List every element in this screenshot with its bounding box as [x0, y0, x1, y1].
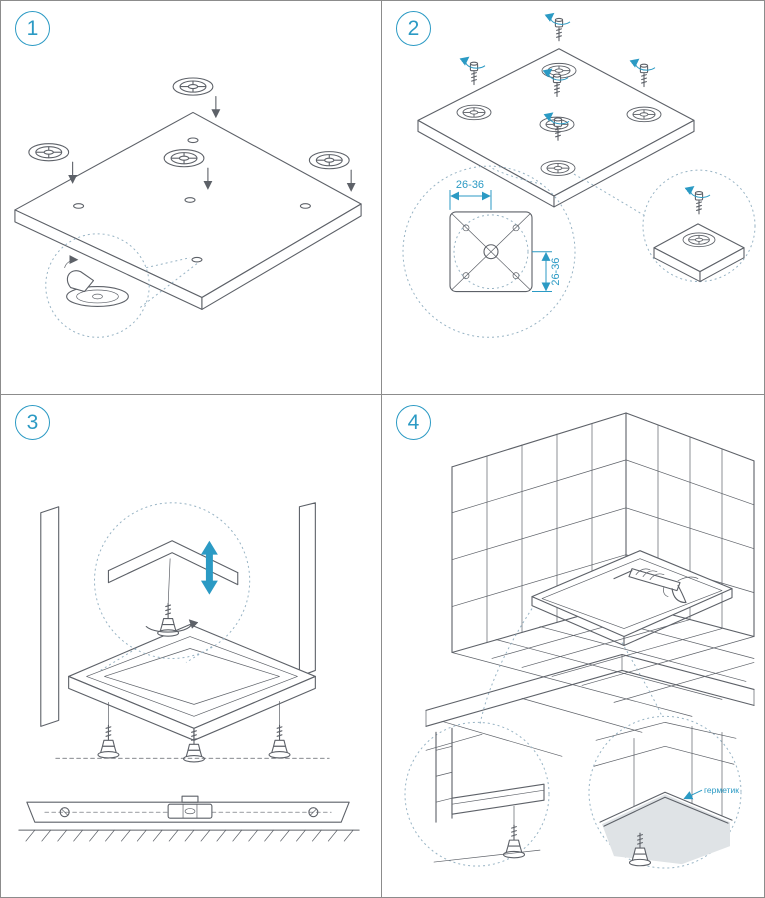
detail-circle-leveling: [94, 502, 251, 671]
step-number-badge: 1: [15, 11, 50, 46]
step2-illustration: 26-36 26-36: [402, 12, 756, 338]
sealant-arrow-icon: [683, 789, 703, 800]
tile-grout-vertical: [633, 725, 723, 817]
tiled-floor: [425, 611, 755, 757]
corner-walls: [40, 502, 316, 727]
spirit-level: [167, 795, 213, 819]
tray-corner-closeup: [107, 540, 239, 605]
flip-arrow-icon: [64, 255, 79, 268]
step-number: 1: [26, 16, 39, 40]
rotation-arrow-icon: [145, 619, 199, 633]
detail-circle-sealant: герметик: [588, 715, 742, 869]
mounting-holes: [73, 137, 311, 263]
dimension-width: 26-36: [449, 179, 492, 210]
step1-illustration: [14, 77, 362, 338]
height-adjust-arrow-icon: [200, 540, 218, 595]
leader-line: [479, 608, 533, 725]
detail-circle-disc: [45, 233, 198, 338]
shower-tray: [531, 550, 733, 647]
step1-panel: 1: [1, 1, 382, 395]
detail-circle-dimensions: 26-36 26-36: [402, 165, 576, 338]
down-arrow-icons: [68, 95, 356, 192]
detail-circle-screwing: [642, 169, 756, 283]
floor-step-edge: [425, 653, 755, 757]
dimension-height: 26-36: [532, 251, 562, 293]
leader-line: [621, 642, 663, 717]
step2-panel: 2: [382, 1, 764, 395]
level-side-view: [18, 795, 360, 842]
ground-hatching: [18, 829, 360, 842]
step-number-badge: 2: [396, 11, 431, 46]
sealant-bead: [603, 796, 729, 827]
step-number: 4: [407, 410, 420, 434]
tray-edge-closeup: [451, 783, 545, 815]
dimension-height-label: 26-36: [550, 258, 562, 286]
step-number-badge: 4: [396, 405, 431, 440]
rotation-arrow-icon: [684, 185, 711, 198]
tiled-walls: [451, 412, 755, 654]
step4-panel: 4: [382, 395, 764, 897]
sealant-seam: [599, 791, 733, 823]
step-number: 2: [407, 16, 420, 40]
tile-grout-horizontal: [593, 721, 737, 767]
shower-tray: [68, 623, 316, 741]
flip-lock-lever: [66, 270, 95, 293]
adjustable-feet: [97, 701, 291, 763]
step-number-badge: 3: [15, 405, 50, 440]
tray-board: [14, 111, 362, 310]
detail-circle-foot: [404, 721, 550, 867]
rotation-arrow-icons: [459, 12, 656, 125]
disc-closeup: [64, 255, 129, 307]
tray-surface-closeup: [602, 794, 730, 865]
step-number: 3: [26, 410, 39, 434]
sealant-label: герметик: [704, 785, 739, 795]
step3-panel: 3: [1, 395, 382, 897]
step4-illustration: герметик: [404, 412, 755, 869]
step3-illustration: [18, 502, 360, 842]
hand-with-sealant-gun: [613, 568, 699, 604]
dimension-width-label: 26-36: [456, 179, 484, 191]
